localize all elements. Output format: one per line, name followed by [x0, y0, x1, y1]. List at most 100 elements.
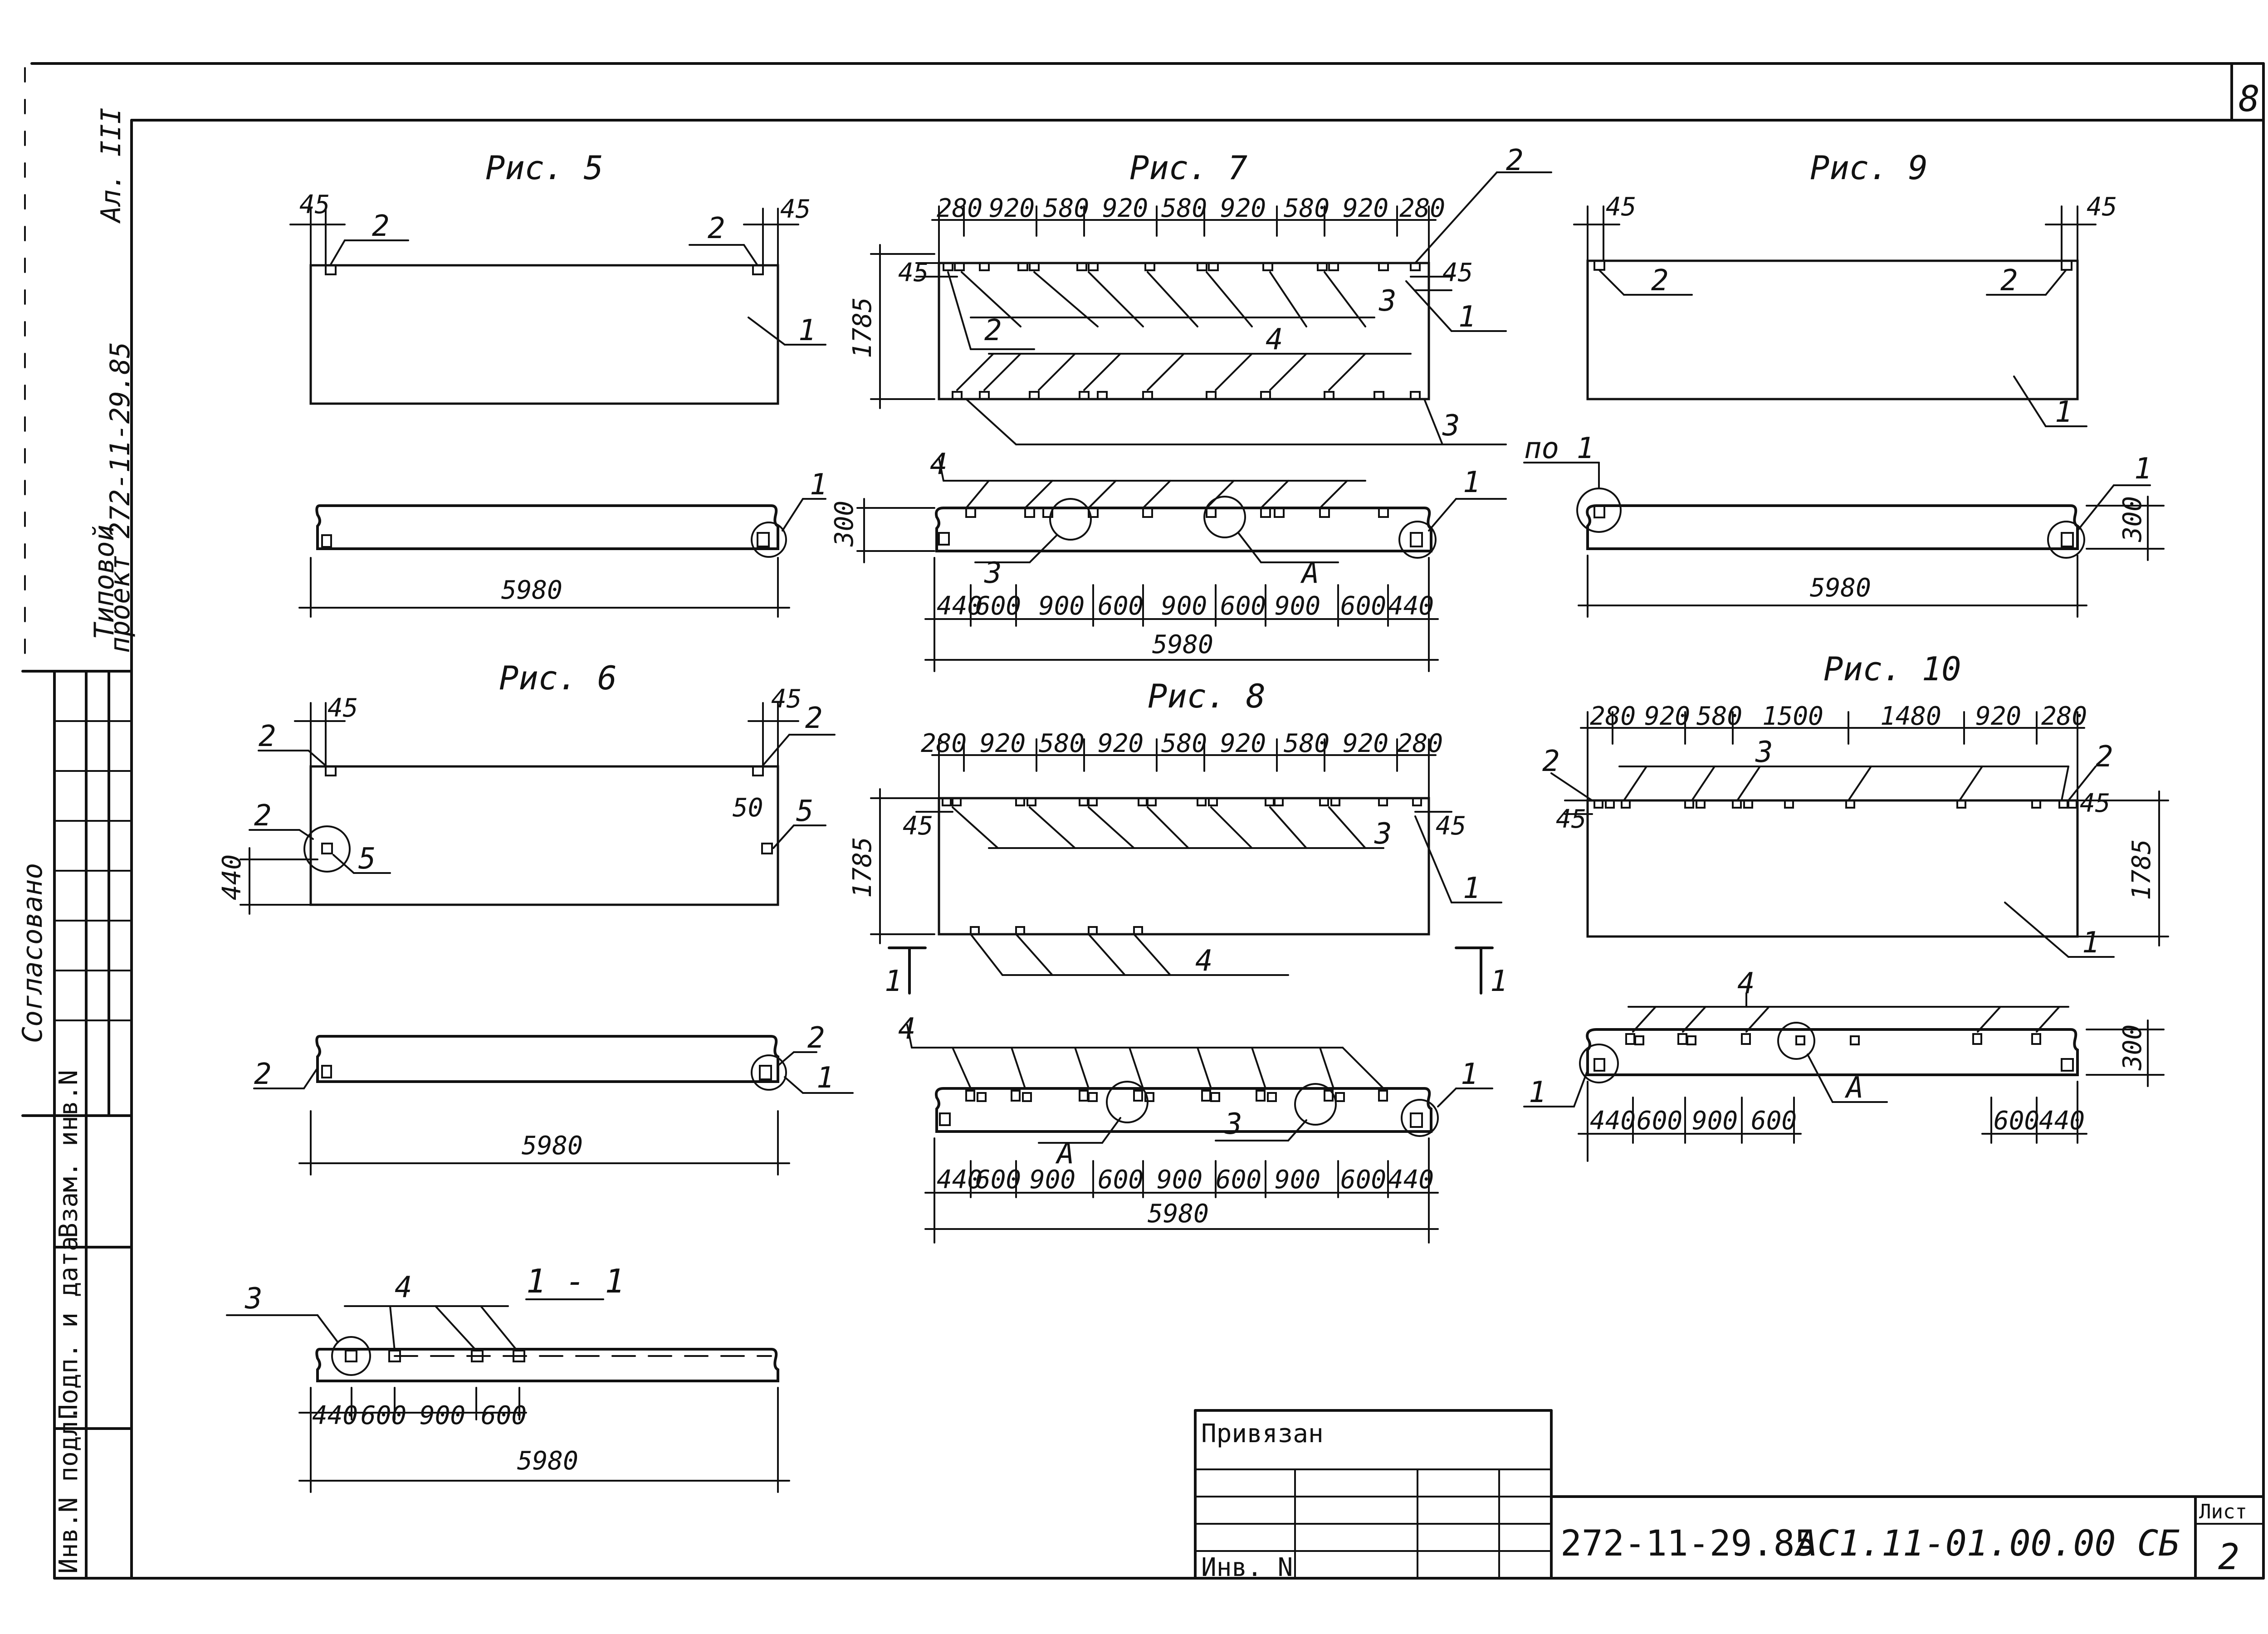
fig6-lbl2-top-right: 2	[805, 702, 823, 735]
fig10-bottom-dims: 440 600 900 600 600 440	[1590, 1106, 2085, 1136]
fig9-d45-left: 45	[1606, 192, 1636, 222]
fig7-lblA-side: А	[1300, 556, 1320, 590]
fig9-lbl1-plan: 1	[2055, 395, 2072, 429]
fig7-top-dim-8: 280	[1399, 194, 1445, 223]
fig6-lbl5-right: 5	[796, 795, 814, 828]
fig7-bottom-dim-8: 440	[1388, 591, 1434, 621]
fig6-lbl2-mid: 2	[254, 799, 272, 833]
fig10-plan-panel	[1586, 799, 2079, 938]
section-bottom-dims: 440 600 900 600	[312, 1401, 527, 1430]
fig7-bottom-dim-2: 900	[1039, 591, 1085, 621]
fig8-top-ticks	[938, 738, 1430, 799]
proekt-label: проект 272-11-29.85	[104, 342, 136, 653]
fig7-top-dim-6: 580	[1284, 194, 1330, 223]
fig6-lbl2-top-left: 2	[259, 720, 276, 753]
fig8-plan-inserts	[942, 797, 1422, 935]
sheet-frame	[24, 62, 2265, 1580]
fig10-bottom-dim-0: 440	[1590, 1106, 1636, 1136]
fig7-top-ticks	[938, 205, 1430, 264]
fig7-plan-panel	[938, 262, 1430, 400]
fig8-top-dim-8: 280	[1397, 729, 1443, 758]
fig9-plan-panel	[1586, 259, 2079, 400]
tipovoy-label: Типовой	[88, 525, 120, 639]
fig10-top-dim-4: 1480	[1880, 702, 1941, 731]
fig8-side-panel	[935, 1087, 1432, 1133]
fig8-bottom-dim-7: 600	[1340, 1165, 1386, 1195]
fig7-d300: 300	[830, 501, 859, 547]
fig7-top-dim-4: 580	[1161, 194, 1207, 223]
fig7-top-dim-2: 580	[1043, 194, 1089, 223]
fig5-d45-right: 45	[780, 195, 811, 224]
fig10-plan-inserts	[1593, 800, 2077, 809]
sheet-label: Лист	[2199, 1500, 2247, 1523]
section-1-1: 1 - 1 3 4 5980	[226, 1262, 790, 1493]
podp-data-label: Подп. и дата	[54, 1236, 83, 1419]
fig5-length: 5980	[501, 576, 562, 605]
fig7-d45-left: 45	[898, 258, 929, 288]
fig9-title: Рис. 9	[1810, 149, 1928, 187]
fig6-lbl1-side: 1	[816, 1061, 834, 1095]
fig8-top-dim-7: 920	[1343, 729, 1388, 758]
fig8-side-inserts	[939, 1090, 1423, 1128]
fig10-side-panel	[1586, 1028, 2079, 1076]
fig10-side-inserts	[1593, 1033, 2074, 1072]
fig8-top-dim-6: 580	[1284, 729, 1330, 758]
fig7-top-dim-5: 920	[1220, 194, 1266, 223]
fig8-bottom-dims: 440 600 900 600 900 600 900 600 440	[937, 1165, 1434, 1195]
fig6-d45-right: 45	[771, 684, 802, 714]
fig7-length: 5980	[1152, 630, 1213, 659]
fig7-bottom-dim-1: 600	[975, 591, 1021, 621]
fig7-lbl3-side: 3	[984, 556, 1002, 590]
fig7-lbl4-side: 4	[930, 448, 948, 481]
fig8-top-dim-3: 920	[1098, 729, 1144, 758]
fig10-leaders	[1550, 766, 2115, 958]
fig10-top-dim-5: 920	[1975, 702, 2021, 731]
fig10-lblA-side: А	[1844, 1071, 1864, 1105]
corner-number: 8	[2239, 79, 2260, 120]
fig7-lbl2-top: 2	[1506, 144, 1524, 177]
fig7-lbl1-plan: 1	[1458, 300, 1476, 334]
inv-n-label: Инв. N	[1201, 1553, 1293, 1582]
fig10-lbl4-side: 4	[1737, 967, 1755, 1000]
fig10-bottom-dim-3: 600	[1751, 1106, 1797, 1136]
section-dim-1: 600	[361, 1401, 406, 1430]
fig9-po1: по 1	[1524, 432, 1594, 465]
fig7-bottom-dims: 440 600 900 600 900 600 900 600 440	[937, 591, 1434, 621]
fig8-lbl3-side: 3	[1224, 1107, 1242, 1141]
fig8-top-dims: 280 920 580 920 580 920 580 920 280	[921, 729, 1443, 758]
fig8: Рис. 8	[848, 677, 1508, 1244]
fig10-bottom-ticks	[1587, 1081, 2078, 1162]
fig7: Рис. 7	[830, 144, 1552, 672]
fig8-bottom-dim-0: 440	[937, 1165, 982, 1195]
fig6-d50: 50	[733, 793, 763, 823]
fig5-title: Рис. 5	[485, 149, 603, 187]
fig10-top-dim-3: 1500	[1762, 702, 1823, 731]
fig5-lbl2-left: 2	[372, 210, 390, 243]
section-dim-3: 600	[481, 1401, 527, 1430]
fig5-lbl1-plan: 1	[798, 314, 816, 347]
fig10-d45-left: 45	[1556, 805, 1586, 834]
fig8-lbl1-plan: 1	[1463, 872, 1481, 905]
fig10-lbl3-top: 3	[1755, 736, 1773, 769]
section-panel	[315, 1348, 779, 1382]
fig7-bottom-dim-3: 600	[1098, 591, 1144, 621]
fig10: Рис. 10	[1523, 650, 2169, 1162]
fig7-bottom-dim-6: 900	[1275, 591, 1320, 621]
fig10-bottom-dim-5: 440	[2039, 1106, 2085, 1136]
side-strip	[21, 670, 133, 1580]
fig5-lbl2-right: 2	[708, 212, 725, 245]
fig10-title: Рис. 10	[1823, 650, 1961, 688]
inv-podl-label: Инв.N подл.	[54, 1405, 83, 1574]
fig5-side-panel	[315, 504, 779, 550]
fig7-lbl3-in: 3	[1378, 284, 1397, 318]
fig10-d45-right: 45	[2080, 789, 2110, 818]
fig6-side-panel	[315, 1035, 779, 1083]
fig8-top-dim-1: 920	[980, 729, 1026, 758]
section-lbl4: 4	[395, 1271, 412, 1304]
fig10-lbl2-right: 2	[2096, 740, 2113, 774]
section-length: 5980	[517, 1446, 578, 1476]
fig7-top-dim-1: 920	[989, 194, 1035, 223]
fig10-top-dim-2: 580	[1696, 702, 1742, 731]
fig10-top-dim-0: 280	[1590, 702, 1636, 731]
fig8-lbl1-side: 1	[1461, 1058, 1478, 1091]
